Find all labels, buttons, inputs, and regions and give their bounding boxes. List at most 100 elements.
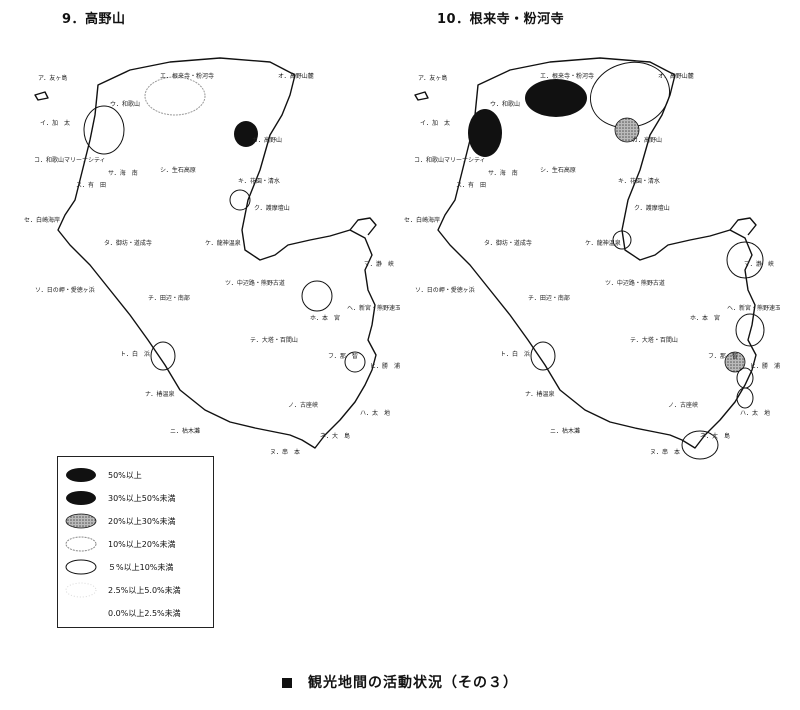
- swatch-none-icon: [64, 605, 98, 621]
- label-u: ウ．和歌山: [110, 100, 140, 108]
- label-to: ト．白 浜: [500, 350, 530, 358]
- legend-label: 20%以上30%未満: [108, 516, 176, 526]
- label-su: ス．有 田: [456, 181, 486, 189]
- label-e: エ．根来寺・粉河寺: [160, 72, 214, 80]
- label-he: ヘ．新宮・熊野速玉神社: [727, 304, 780, 312]
- label-te: テ．大塔・百間山: [250, 336, 298, 344]
- activity-ellipse-dorokyo: [726, 241, 764, 279]
- label-o: オ．高野山麓: [658, 72, 694, 80]
- legend: 50%以上 30%以上50%未満 20%以上30%未満 10%以上20%未満 ５…: [57, 456, 214, 628]
- map-koyasan: ア．友ヶ島 エ．根来寺・粉河寺 オ．高野山麓 ウ．和歌山 イ．加 太 カ．高野山…: [24, 57, 400, 456]
- label-ho: ホ．本 宮: [310, 314, 340, 322]
- activity-ellipse-shirahama: [150, 341, 176, 371]
- activity-ellipse-ryujin: [612, 230, 632, 250]
- label-ka: カ．高野山: [632, 136, 662, 144]
- activity-ellipse-hongu: [301, 280, 333, 312]
- label-sa: サ．海 南: [488, 169, 518, 177]
- label-no: ノ．古座峡: [288, 401, 318, 409]
- activity-ellipse-wakayama: [83, 105, 125, 155]
- label-ki: キ．花園・清水: [618, 177, 660, 185]
- label-ku: ク．護摩壇山: [634, 204, 670, 212]
- label-chi: チ．田辺・南部: [148, 294, 190, 302]
- activity-ellipse-shirahama: [530, 341, 556, 371]
- legend-item-30-50: 30%以上50%未満: [58, 490, 176, 506]
- legend-item-10-20: 10%以上20%未満: [58, 536, 176, 552]
- label-he: ヘ．新宮・熊野速玉神社: [347, 304, 400, 312]
- label-ka: カ．高野山: [252, 136, 282, 144]
- label-so: ソ．日の岬・愛徳ヶ浜: [35, 286, 95, 294]
- label-e: エ．根来寺・粉河寺: [540, 72, 594, 80]
- activity-ellipse-hanazono: [229, 189, 251, 211]
- activity-ellipse-nachi: [724, 351, 746, 373]
- label-u: ウ．和歌山: [490, 100, 520, 108]
- coastline: [57, 57, 377, 449]
- activity-ellipse-negoroji: [144, 76, 206, 116]
- activity-ellipse-nachi: [344, 351, 366, 373]
- label-ho: ホ．本 宮: [690, 314, 720, 322]
- label-na: ナ．椿温泉: [145, 390, 175, 398]
- legend-label: ５%以上10%未満: [108, 562, 174, 572]
- activity-ellipse-koyasan: [614, 117, 640, 143]
- label-to: ト．白 浜: [120, 350, 150, 358]
- legend-item-2-5-5: 2.5%以上5.0%未満: [58, 582, 181, 598]
- label-ne: ネ．大 島: [320, 432, 350, 440]
- label-tsu: ツ．中辺路・熊野古道: [605, 279, 665, 287]
- label-tsu: ツ．中辺路・熊野古道: [225, 279, 285, 287]
- label-so: ソ．日の岬・愛徳ヶ浜: [415, 286, 475, 294]
- label-a: ア．友ヶ島: [418, 74, 447, 82]
- label-no: ノ．古座峡: [668, 401, 698, 409]
- label-ha: ハ．太 地: [360, 409, 390, 417]
- label-ta: タ．御坊・道成寺: [484, 239, 532, 247]
- swatch-solid-icon: [66, 468, 96, 482]
- legend-item-50-plus: 50%以上: [58, 467, 142, 483]
- legend-label: 30%以上50%未満: [108, 493, 176, 503]
- label-a: ア．友ヶ島: [38, 74, 67, 82]
- square-bullet-icon: [282, 678, 292, 688]
- label-te: テ．大塔・百間山: [630, 336, 678, 344]
- label-fu: フ．那 智: [708, 352, 738, 360]
- label-i: イ．加 太: [40, 119, 70, 127]
- label-ko: コ．和歌山マリーナシティ: [414, 156, 486, 164]
- label-se: セ．白崎海岸: [24, 216, 60, 224]
- label-shi: シ．生石高原: [160, 166, 196, 174]
- label-ne: ネ．大 島: [700, 432, 730, 440]
- activity-ellipse-koyasan: [234, 121, 258, 147]
- activity-ellipse-taiji: [736, 387, 754, 409]
- label-o: オ．高野山麓: [278, 72, 314, 80]
- figure-caption: 観光地間の活動状況（その３）: [0, 672, 800, 692]
- swatch-faint-icon: [65, 582, 97, 598]
- label-hi: ヒ．勝 浦: [750, 362, 780, 370]
- swatch-dotted-icon: [65, 536, 97, 552]
- activity-ellipse-shingu: [735, 313, 765, 347]
- label-na: ナ．椿温泉: [525, 390, 555, 398]
- label-su: ス．有 田: [76, 181, 106, 189]
- label-ke: ケ．龍神温泉: [205, 239, 241, 247]
- legend-label: 50%以上: [108, 470, 142, 480]
- activity-ellipse-kushimoto: [681, 430, 719, 460]
- label-ni: ニ．枯木灘: [170, 427, 200, 435]
- label-ma: マ．瀞 峡: [744, 260, 774, 268]
- map-title-negoroji: 10．根来寺・粉河寺: [437, 12, 565, 27]
- legend-item-20-30: 20%以上30%未満: [58, 513, 176, 529]
- legend-label: 2.5%以上5.0%未満: [108, 585, 181, 595]
- activity-ellipse-negoroji: [525, 79, 587, 117]
- label-nu: ヌ．串 本: [650, 448, 680, 456]
- label-ha: ハ．太 地: [740, 409, 770, 417]
- activity-ellipse-wakayama: [468, 109, 502, 157]
- label-nu: ヌ．串 本: [270, 448, 300, 456]
- map-title-koyasan: 9．高野山: [62, 12, 126, 27]
- label-ku: ク．護摩壇山: [254, 204, 290, 212]
- coastline: [437, 57, 757, 449]
- label-ki: キ．花園・清水: [238, 177, 280, 185]
- legend-item-0-2-5: 0.0%以上2.5%未満: [58, 605, 181, 621]
- label-ma: マ．瀞 峡: [364, 260, 394, 268]
- label-se: セ．白崎海岸: [404, 216, 440, 224]
- label-hi: ヒ．勝 浦: [370, 362, 400, 370]
- legend-label: 10%以上20%未満: [108, 539, 176, 549]
- caption-text: 観光地間の活動状況（その３）: [308, 675, 518, 691]
- label-ko: コ．和歌山マリーナシティ: [34, 156, 106, 164]
- label-sa: サ．海 南: [108, 169, 138, 177]
- legend-item-5-10: ５%以上10%未満: [58, 559, 173, 575]
- label-ta: タ．御坊・道成寺: [104, 239, 152, 247]
- swatch-hatched-icon: [65, 513, 97, 529]
